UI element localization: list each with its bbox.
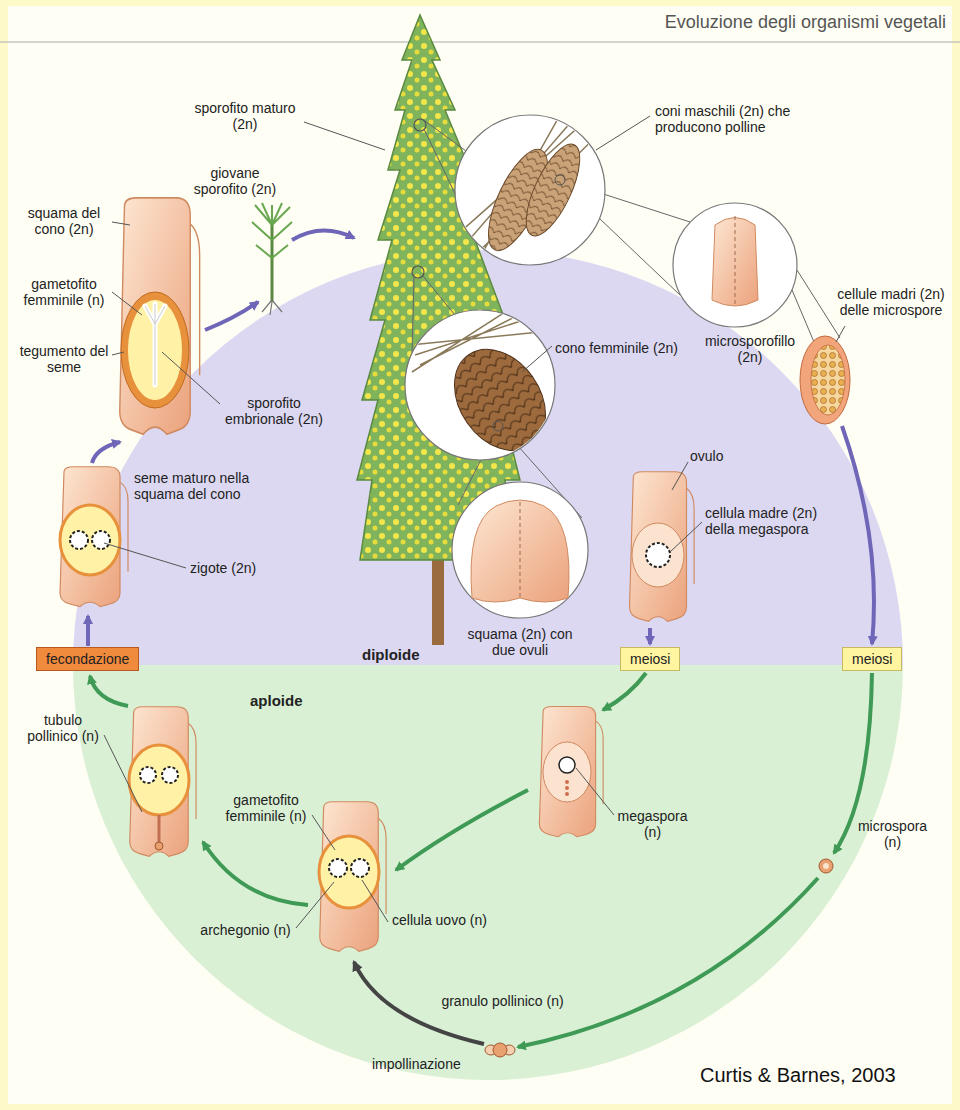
part-label: gametofito femminile (n) — [18, 276, 110, 308]
female-cone-view — [405, 296, 564, 468]
part-label: cellula uovo (n) — [392, 912, 502, 928]
part-label: archegonio (n) — [198, 922, 293, 938]
part-label: sporofito embrionale (2n) — [218, 395, 330, 427]
part-label: cellule madri (2n) delle microspore — [830, 286, 952, 318]
page-title: Evoluzione degli organismi vegetali — [665, 12, 946, 33]
box-text: meiosi — [852, 651, 892, 667]
part-label: microsporofillo (2n) — [700, 333, 800, 365]
process-box: meiosi — [842, 647, 902, 671]
part-label: squama (2n) con due ovuli — [465, 626, 575, 658]
microsporophyll-view — [673, 203, 797, 327]
part-label: ovulo — [690, 448, 750, 464]
part-label: cellula madre (2n) della megaspora — [705, 505, 840, 537]
cycle-arrows — [88, 230, 874, 1047]
part-label: tubulo pollinico (n) — [18, 712, 108, 744]
part-label: gametofito femminile (n) — [222, 792, 310, 824]
process-box: fecondazione — [36, 647, 139, 671]
process-box: meiosi — [620, 647, 680, 671]
megaspore-stage — [539, 707, 603, 837]
ploidy-circle — [73, 250, 903, 1080]
part-label: seme maturo nella squama del cono — [134, 470, 269, 502]
zygote-stage — [60, 467, 128, 607]
box-text: fecondazione — [46, 651, 129, 667]
part-label: squama del cono (2n) — [18, 205, 110, 237]
phase-label: aploide — [250, 692, 340, 709]
ovuliferous-scale-view — [452, 482, 588, 618]
part-label: giovane sporofito (2n) — [185, 165, 285, 197]
microsporangium — [800, 336, 850, 424]
part-label: microspora (n) — [850, 818, 935, 850]
part-label: impollinazione — [372, 1056, 482, 1072]
part-label: cono femminile (2n) — [555, 340, 695, 356]
part-label: tegumento del seme — [18, 343, 110, 375]
part-label: zigote (2n) — [190, 560, 280, 576]
male-cones-view — [440, 100, 615, 275]
leader-lines — [104, 116, 845, 928]
microspore — [819, 859, 833, 873]
pollen-grain — [485, 1043, 515, 1057]
mature-seed-stage — [120, 198, 200, 434]
young-sporophyte — [252, 203, 292, 315]
source-credit: Curtis & Barnes, 2003 — [700, 1064, 940, 1087]
female-gametophyte-stage — [319, 802, 386, 952]
megaspore-mother-stage — [630, 472, 695, 622]
part-label: sporofito maturo (2n) — [185, 100, 305, 132]
phase-label: diploide — [362, 646, 452, 663]
part-label: granulo pollinico (n) — [440, 993, 565, 1009]
part-label: megaspora (n) — [610, 808, 695, 840]
pollen-tube-stage — [129, 707, 196, 857]
box-text: meiosi — [630, 651, 670, 667]
part-label: coni maschili (2n) che producono polline — [655, 103, 815, 135]
